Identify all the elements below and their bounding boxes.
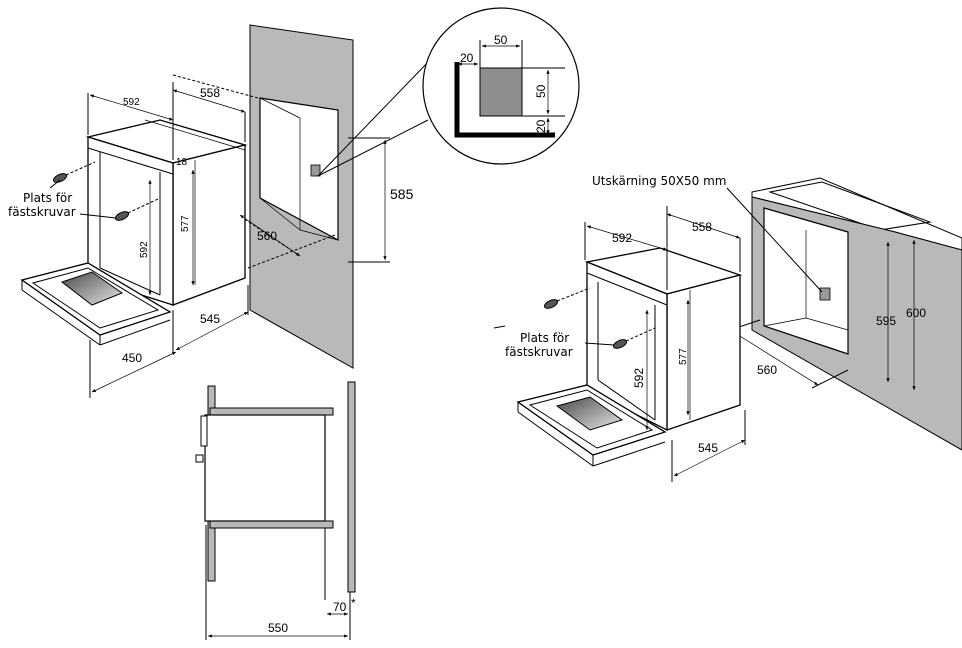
right-dim-oven-width: 592 <box>612 231 632 245</box>
screw-top <box>52 161 96 183</box>
right-screw-bottom <box>612 327 656 349</box>
right-install-view: Utskärning 50X50 mm 595 600 560 <box>493 174 962 482</box>
dim-oven-depth-lower: 545 <box>200 312 220 326</box>
right-cutout <box>819 287 831 301</box>
oven-front-frame <box>87 136 174 306</box>
inset-dim-bottom: 20 <box>534 119 548 133</box>
section-gap: 70 <box>333 600 347 614</box>
dim-oven-height: 577 <box>180 215 191 232</box>
screw-label-line2: fästskruvar <box>8 205 76 219</box>
dim-door-open-depth: 450 <box>122 351 142 365</box>
section-asterisk: * <box>351 596 356 610</box>
right-dim-niche-height: 595 <box>876 314 896 328</box>
dim-oven-depth: 558 <box>200 86 220 100</box>
inset-detail: 50 20 50 20 <box>317 7 580 177</box>
cable-cutout <box>310 164 321 177</box>
left-install-view: Plats för fästskruvar 592 558 18 577 592… <box>8 24 414 398</box>
right-dim-door-height: 592 <box>632 368 646 388</box>
right-door-glass <box>555 396 624 431</box>
section-depth: 550 <box>268 621 288 635</box>
right-dim-niche-depth: 560 <box>757 363 777 377</box>
right-dim-oven-depth-lower: 545 <box>698 441 718 455</box>
screw-label-line1: Plats för <box>23 191 72 205</box>
dim-oven-width: 592 <box>123 97 140 108</box>
cabinet-shelf-bottom <box>209 520 334 529</box>
right-dim-oven-depth: 558 <box>692 220 712 234</box>
inset-dim-top: 50 <box>494 33 508 47</box>
dim-panel-thickness: 18 <box>176 157 188 168</box>
cabinet-shelf-top <box>209 407 334 416</box>
right-screw-label-line1: Plats för <box>520 331 569 345</box>
right-screw-top <box>543 287 591 309</box>
screw-bottom <box>114 197 161 221</box>
cutout-callout: Utskärning 50X50 mm <box>592 174 726 188</box>
right-dim-oven-height: 577 <box>678 348 689 365</box>
inset-corner <box>454 62 555 138</box>
dim-door-height: 592 <box>139 241 150 258</box>
wall-section <box>347 381 356 593</box>
inset-dim-left: 20 <box>460 51 474 65</box>
side-section-view: 550 70 * <box>195 381 356 640</box>
inset-dim-right: 50 <box>534 84 548 98</box>
right-dim-cabinet-height: 600 <box>906 306 926 320</box>
oven-section <box>204 414 326 522</box>
inset-cutout <box>479 67 523 117</box>
right-screw-label-line2: fästskruvar <box>505 345 573 359</box>
dim-niche-depth: 560 <box>257 229 277 243</box>
door-glass <box>60 271 124 306</box>
dim-niche-height: 585 <box>390 186 414 202</box>
